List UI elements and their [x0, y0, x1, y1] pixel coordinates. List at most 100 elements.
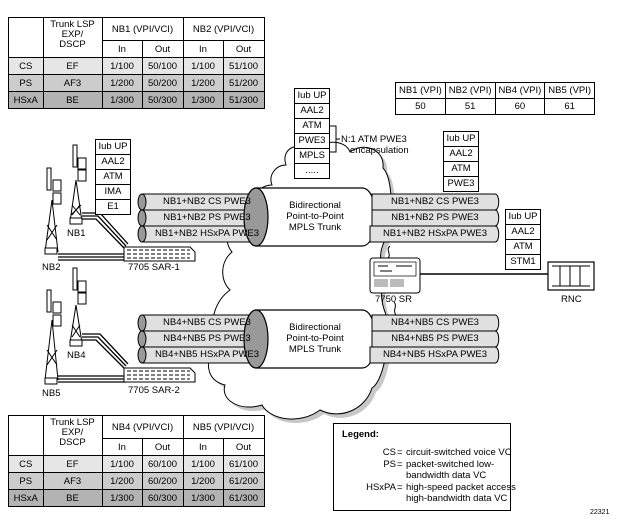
- legend-equals: =: [397, 459, 403, 470]
- lsp-cell: BE: [42, 489, 103, 507]
- vc-cell: 1/100: [182, 57, 224, 75]
- sr-to-cloud-link-top: [387, 245, 391, 259]
- trunk-lsp-header: Trunk LSP EXP/ DSCP: [42, 415, 103, 456]
- out-header: Out: [141, 40, 184, 58]
- legend-equals: =: [397, 447, 403, 458]
- trunk-label-line: Point-to-Point: [286, 211, 344, 222]
- blank-corner: [8, 17, 44, 58]
- vc-cell: 1/100: [101, 455, 143, 473]
- in-header: In: [101, 40, 143, 58]
- vc-cell: 51/100: [222, 57, 265, 75]
- legend-value: high-speed packet access: [406, 482, 516, 493]
- lsp-line3: DSCP: [59, 437, 86, 448]
- legend-value: circuit-switched voice VC: [406, 447, 512, 458]
- vpi-header: NB1 (VPI): [395, 82, 446, 99]
- encapsulation-note-line2: encapsulation: [350, 145, 409, 156]
- row-label: CS: [8, 57, 44, 75]
- in-header: In: [182, 40, 224, 58]
- row-label: HSxA: [8, 489, 44, 507]
- vc-cell: 1/200: [182, 74, 224, 92]
- stack-layer: AAL2: [506, 225, 540, 240]
- lsp-line2: EXP/: [61, 427, 84, 438]
- vc-cell: 61/100: [222, 455, 265, 473]
- legend-title: Legend:: [342, 429, 379, 440]
- rnc-device: [547, 261, 595, 291]
- nb-to-sar1-links: [58, 212, 129, 261]
- vc-cell: 1/200: [101, 74, 143, 92]
- node-label-nb4: NB4: [67, 350, 86, 361]
- stack-layer: .....: [305, 165, 319, 176]
- table-row: HSxA BE 1/300 50/300 1/300 51/300: [8, 91, 265, 109]
- protocol-stack-nodeb: Iub UP AAL2 ATM IMA E1: [95, 139, 131, 215]
- vpi-value: 60: [494, 98, 546, 115]
- pipe-label: NB1+NB2 PS PWE3: [391, 212, 479, 223]
- lsp-cell: AF3: [42, 74, 103, 92]
- vpi-value: 61: [544, 98, 596, 115]
- protocol-stack-core: Iub UP AAL2 ATM PWE3 MPLS .....: [294, 88, 330, 179]
- trunk-label-line: MPLS Trunk: [288, 344, 342, 355]
- node-label-sar2: 7705 SAR-2: [128, 385, 180, 396]
- lsp-line1: Trunk LSP: [50, 417, 95, 428]
- table-row: CS EF 1/100 50/100 1/100 51/100: [8, 57, 265, 75]
- vc-table-top: Trunk LSP EXP/ DSCP NB1 (VPI/VCI) NB2 (V…: [8, 17, 265, 109]
- vpi-value: 50: [395, 98, 446, 115]
- encapsulation-bracket: [330, 125, 340, 153]
- out-header: Out: [222, 438, 265, 456]
- node-label-nb2: NB2: [42, 262, 61, 273]
- nb-to-sar2-links: [58, 333, 129, 383]
- vc-cell: 1/100: [182, 455, 224, 473]
- pipe-label: NB1+NB2 PS PWE3: [163, 212, 251, 223]
- legend-key: HSxPA: [366, 482, 396, 493]
- vc-cell: 1/300: [101, 91, 143, 109]
- stack-layer: AAL2: [96, 155, 130, 170]
- stack-layer: Iub UP: [444, 132, 478, 147]
- trunk-label-line: Bidirectional: [289, 322, 341, 333]
- stack-layer: Iub UP: [506, 210, 540, 225]
- sr-to-cloud-link-bottom: [393, 301, 397, 316]
- stack-layer: Iub UP: [295, 89, 329, 104]
- legend-box: Legend: CS = circuit-switched voice VC P…: [333, 423, 516, 511]
- vc-cell: 60/100: [141, 455, 184, 473]
- legend-key: CS: [382, 447, 396, 458]
- trunk-label-line: MPLS Trunk: [288, 222, 342, 233]
- lsp-cell: AF3: [42, 472, 103, 490]
- legend-equals: =: [397, 482, 403, 493]
- vc-cell: 60/200: [141, 472, 184, 490]
- stack-layer: Iub UP: [96, 140, 130, 155]
- protocol-stack-sr: Iub UP AAL2 ATM PWE3: [443, 131, 479, 192]
- lsp-line3: DSCP: [59, 39, 86, 50]
- pipe-label: NB4+NB5 CS PWE3: [163, 317, 251, 328]
- row-label: PS: [8, 472, 44, 490]
- vc-cell: 51/300: [222, 91, 265, 109]
- vc-cell: 1/200: [101, 472, 143, 490]
- trunk-lsp-header: Trunk LSP EXP/ DSCP: [42, 17, 103, 58]
- vpi-header: NB5 (VPI): [544, 82, 596, 99]
- sar2-device: [123, 367, 196, 383]
- row-label: HSxA: [8, 91, 44, 109]
- vc-cell: 1/300: [101, 489, 143, 507]
- node-label-sar1: 7705 SAR-1: [128, 262, 180, 273]
- vpi-table: NB1 (VPI) NB2 (VPI) NB4 (VPI) NB5 (VPI) …: [395, 82, 596, 115]
- legend-value: packet-switched low-: [406, 459, 495, 470]
- nb4-header: NB4 (VPI/VCI): [101, 415, 184, 439]
- row-label: PS: [8, 74, 44, 92]
- sr-device: [369, 257, 421, 294]
- vc-cell: 1/300: [182, 91, 224, 109]
- stack-layer: STM1: [510, 256, 536, 267]
- lsp-line2: EXP/: [61, 29, 84, 40]
- trunk-label-line: Bidirectional: [289, 200, 341, 211]
- nb2-header: NB2 (VPI/VCI): [182, 17, 265, 41]
- out-header: Out: [222, 40, 265, 58]
- nb1-header: NB1 (VPI/VCI): [101, 17, 184, 41]
- node-label-rnc: RNC: [561, 294, 582, 305]
- bottom-trunk-label: Bidirectional Point-to-Point MPLS Trunk: [270, 322, 360, 355]
- sar1-device: [123, 246, 196, 262]
- cell-tower-nb5: [44, 289, 62, 385]
- pipe-label: NB1+NB2 CS PWE3: [391, 196, 479, 207]
- pipe-label: NB1+NB2 CS PWE3: [163, 196, 251, 207]
- vc-cell: 50/100: [141, 57, 184, 75]
- top-right-pipes: [369, 193, 500, 243]
- vc-cell: 1/100: [101, 57, 143, 75]
- table-row: CS EF 1/100 60/100 1/100 61/100: [8, 455, 265, 473]
